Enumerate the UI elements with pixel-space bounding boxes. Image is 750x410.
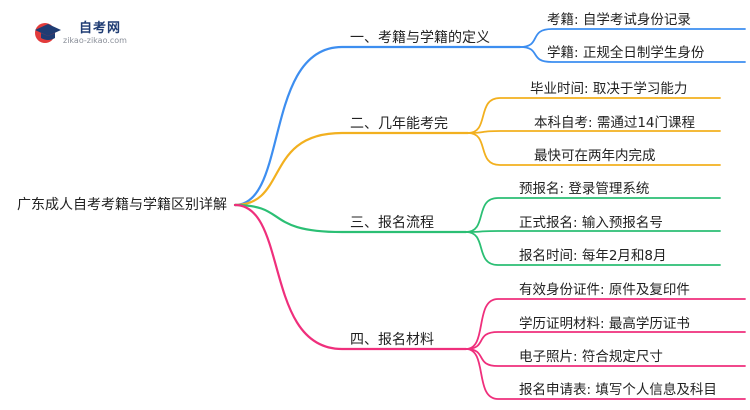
branch-materials: 四、报名材料 [350,332,434,348]
leaf-duration-3: 最快可在两年内完成 [534,148,656,164]
leaf-definition-1: 考籍: 自学考试身份记录 [547,12,691,28]
leaf-connector-2-2 [467,130,721,134]
leaf-connector-4-1 [465,298,746,350]
leaf-duration-1: 毕业时间: 取决于学习能力 [530,81,688,97]
leaf-connector-3-3 [465,231,721,266]
leaf-materials-3: 电子照片: 符合规定尺寸 [519,349,663,365]
branch-connector-2 [233,131,470,207]
leaf-registration-1: 预报名: 登录管理系统 [519,181,650,197]
leaf-connector-4-4 [465,348,746,400]
leaf-connector-2-3 [467,132,721,166]
branch-registration: 三、报名流程 [350,215,434,231]
leaf-registration-2: 正式报名: 输入预报名号 [519,215,663,231]
leaf-connector-4-2 [465,331,746,350]
leaf-connector-1-2 [519,46,746,63]
branch-connector-4 [233,203,468,351]
leaf-duration-2: 本科自考: 需通过14门课程 [534,115,696,131]
root-topic: 广东成人自考考籍与学籍区别详解 [17,197,227,213]
branch-connector-1 [233,45,522,207]
branch-duration: 二、几年能考完 [350,116,448,132]
logo-name: 自考网 [79,21,122,36]
leaf-materials-2: 学历证明材料: 最高学历证书 [519,316,690,332]
graduation-cap-icon [35,23,61,43]
leaf-definition-2: 学籍: 正规全日制学生身份 [547,45,705,61]
leaf-connector-1-1 [519,28,746,48]
logo-domain: zikao-zikao.com [63,36,127,45]
leaf-connector-2-1 [467,97,721,134]
leaf-materials-1: 有效身份证件: 原件及复印件 [519,282,690,298]
leaf-connector-3-1 [465,197,721,233]
leaf-registration-3: 报名时间: 每年2月和8月 [519,248,667,264]
leaf-connector-4-3 [465,348,746,367]
branch-connector-3 [233,203,468,234]
site-logo[interactable]: 自考网 zikao-zikao.com [33,14,153,50]
branch-definition: 一、考籍与学籍的定义 [350,30,490,46]
leaf-connector-3-2 [465,230,721,233]
leaf-materials-4: 报名申请表: 填写个人信息及科目 [519,382,717,398]
